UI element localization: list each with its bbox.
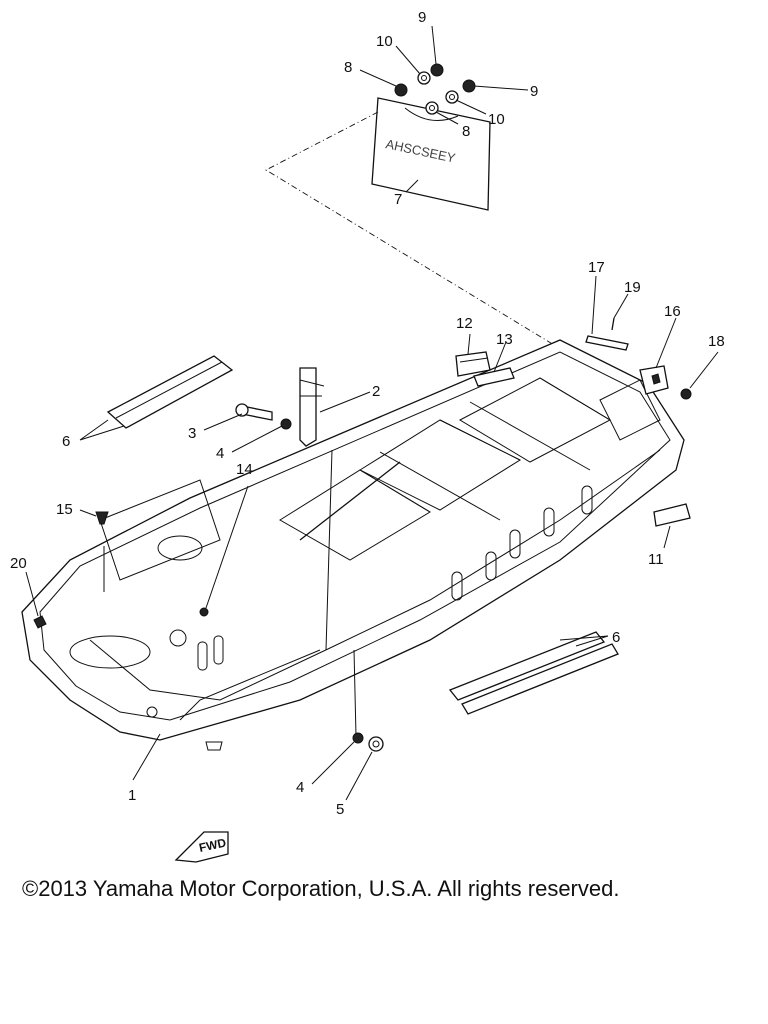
- nut-18: [680, 388, 692, 400]
- license-plate: AHSCSEEY: [371, 97, 491, 211]
- callout-4b: 4: [296, 779, 304, 796]
- callout-18: 18: [708, 333, 725, 350]
- hinge-16: [639, 365, 669, 395]
- bracket: [299, 367, 325, 447]
- callout-1: 1: [128, 787, 136, 804]
- plate-center-line: [265, 111, 621, 386]
- callout-13: 13: [496, 331, 513, 348]
- pin-19: [611, 317, 615, 331]
- pad-13: [473, 367, 515, 387]
- foot-rail-left: [106, 355, 234, 429]
- exploded-parts-diagram: AHSCSEEY: [10, 9, 725, 863]
- bolt-5: [368, 736, 384, 752]
- callout-10b: 10: [488, 111, 505, 128]
- clip-20: [33, 615, 47, 629]
- callout-8a: 8: [344, 59, 352, 76]
- callout-6b: 6: [612, 629, 620, 646]
- callout-19: 19: [624, 279, 641, 296]
- callout-15: 15: [56, 501, 73, 518]
- fastener-group: [394, 63, 476, 115]
- fwd-label: FWD: [198, 835, 228, 854]
- callout-12: 12: [456, 315, 473, 332]
- callout-7: 7: [394, 191, 402, 208]
- nut-4-lower: [352, 732, 364, 744]
- copyright-notice: ©2013 Yamaha Motor Corporation, U.S.A. A…: [22, 876, 620, 901]
- callout-5: 5: [336, 801, 344, 818]
- guide-line: [353, 649, 357, 737]
- callout-9a: 9: [418, 9, 426, 26]
- screw-15: [95, 511, 109, 525]
- rod-17: [585, 335, 629, 351]
- callout-6a: 6: [62, 433, 70, 450]
- callout-2: 2: [372, 383, 380, 400]
- callout-10a: 10: [376, 33, 393, 50]
- foot-rail-right: [448, 631, 619, 715]
- callout-9b: 9: [530, 83, 538, 100]
- callout-14: 14: [236, 461, 253, 478]
- pad-12: [455, 351, 491, 377]
- fwd-arrow-icon: FWD: [174, 831, 229, 863]
- callout-4a: 4: [216, 445, 224, 462]
- bolt-3: [235, 403, 273, 421]
- leader-lines: [25, 25, 719, 801]
- callout-17: 17: [588, 259, 605, 276]
- nut-4-upper: [280, 418, 292, 430]
- guide-line: [325, 449, 333, 651]
- screw-14: [199, 607, 209, 617]
- frame-assembly: [21, 339, 685, 751]
- callout-20: 20: [10, 555, 27, 572]
- callout-8b: 8: [462, 123, 470, 140]
- callout-3: 3: [188, 425, 196, 442]
- callout-16: 16: [664, 303, 681, 320]
- decal-11: [653, 503, 691, 527]
- callout-labels: 1 2 3 4 4 5 6 6 7 8 8 9 9 10 10 11 12 13…: [10, 9, 725, 818]
- callout-11: 11: [648, 551, 664, 568]
